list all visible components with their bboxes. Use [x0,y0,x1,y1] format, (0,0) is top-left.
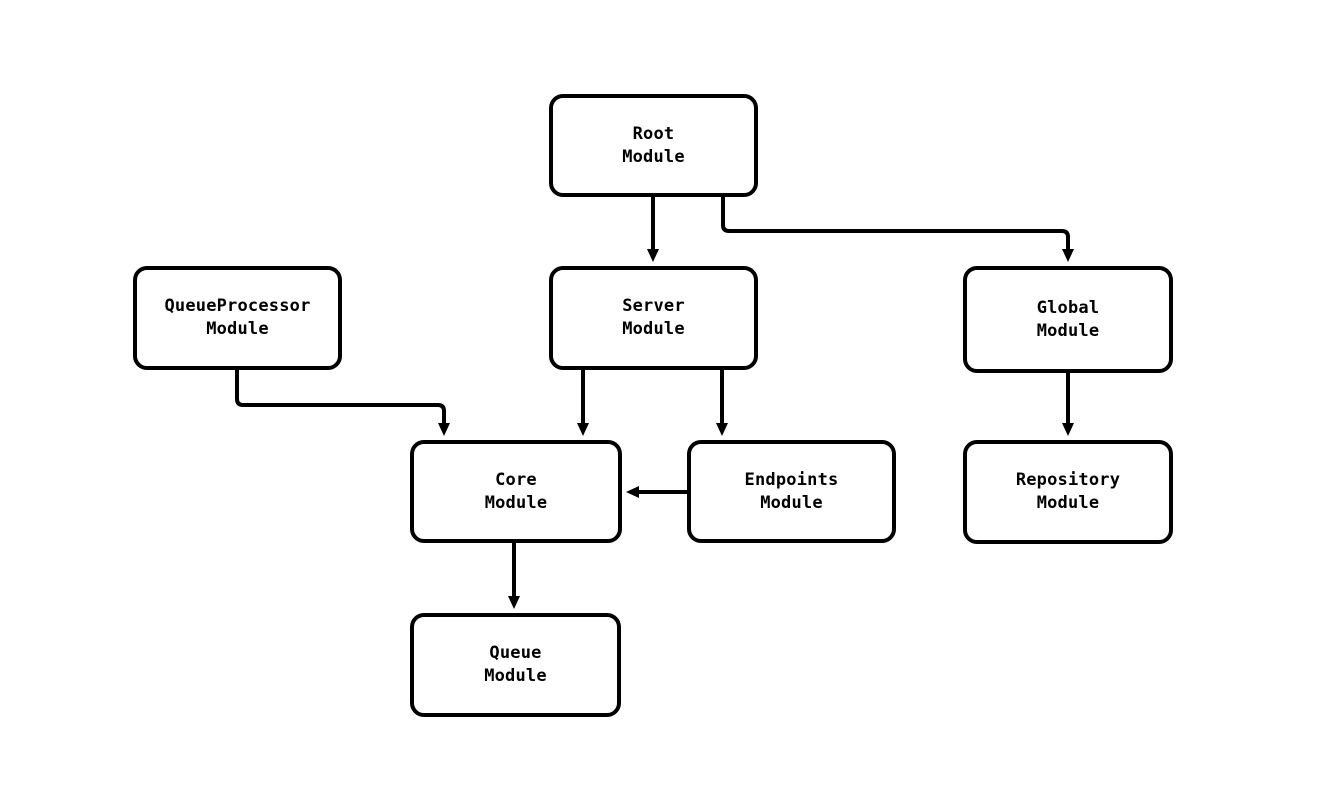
node-label-line1: Server [622,296,685,317]
node-endpoints-module[interactable]: Endpoints Module [687,440,896,543]
node-server-module[interactable]: Server Module [549,266,758,370]
node-label-line1: Endpoints [744,469,839,490]
node-label-line2: Module [206,319,269,339]
edge-queueprocessor-to-core [235,370,450,436]
node-label-line1: Queue [489,643,542,664]
node-repository-module[interactable]: Repository Module [963,440,1173,544]
node-label-line1: Global [1036,297,1100,318]
node-core-module[interactable]: Core Module [410,440,622,543]
node-root-module[interactable]: Root Module [549,94,758,197]
node-queue-module[interactable]: Queue Module [410,613,621,717]
node-label-line2: Module [1036,320,1100,341]
node-label-line2: Module [484,666,547,686]
node-label-line1: QueueProcessor [164,296,311,317]
node-label-line1: Core [495,469,537,490]
node-label-line2: Module [484,492,548,513]
node-label-line1: Root [632,123,675,144]
node-global-module[interactable]: Global Module [963,266,1173,373]
node-queueprocessor-module[interactable]: QueueProcessor Module [133,266,342,370]
node-label-line1: Repository [1015,470,1121,491]
node-label-line2: Module [1036,493,1100,513]
node-label-line2: Module [622,319,685,339]
edge-root-to-global [721,197,1074,262]
node-label-line2: Module [760,492,823,513]
node-label-line2: Module [622,146,685,167]
